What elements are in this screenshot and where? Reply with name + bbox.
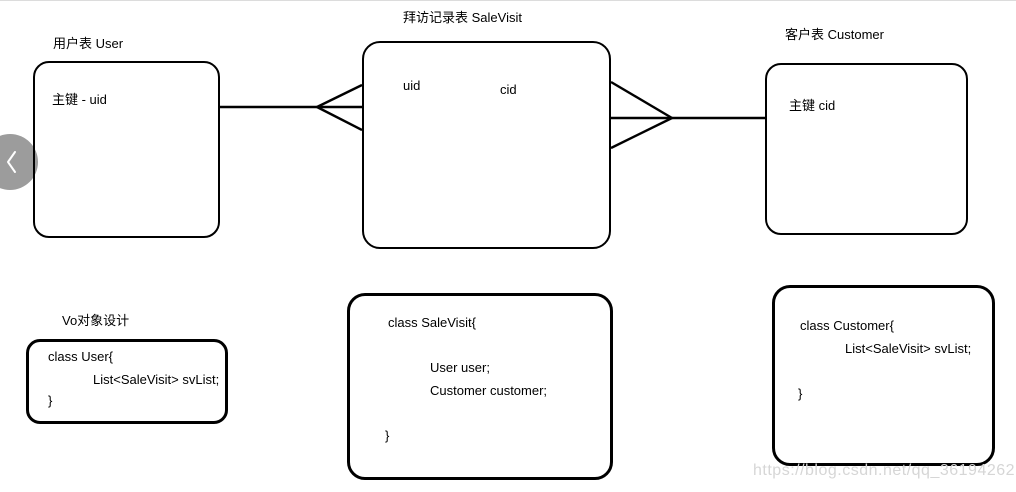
field-user-primary-key: 主键 - uid (52, 92, 107, 107)
connector-salevisit-customer (610, 80, 765, 150)
chevron-left-icon (7, 151, 16, 173)
watermark: https://blog.csdn.net/qq_36194262 (753, 462, 1016, 479)
class-box-user (26, 339, 228, 424)
vo-section-label: Vo对象设计 (62, 313, 130, 328)
connector-user-salevisit (220, 83, 363, 132)
class-salevisit-line-user: User user; (430, 360, 490, 375)
entity-label-user: 用户表 User (53, 36, 124, 51)
entity-label-salevisit: 拜访记录表 SaleVisit (403, 10, 522, 25)
entity-box-user (33, 61, 220, 238)
entity-label-customer: 客户表 Customer (785, 27, 884, 42)
carousel-prev-button[interactable] (0, 134, 38, 190)
class-customer-line-field: List<SaleVisit> svList; (845, 341, 972, 356)
class-user-line-close: } (48, 393, 53, 408)
class-salevisit-line-customer: Customer customer; (430, 383, 548, 398)
class-box-salevisit (347, 293, 613, 480)
field-salevisit-cid: cid (500, 82, 517, 97)
entity-box-customer (765, 63, 968, 235)
class-box-customer (772, 285, 995, 466)
field-salevisit-uid: uid (403, 78, 421, 93)
class-customer-line-open: class Customer{ (800, 318, 894, 333)
class-user-line-open: class User{ (48, 349, 114, 364)
field-customer-primary-key: 主键 cid (789, 98, 836, 113)
class-salevisit-line-open: class SaleVisit{ (388, 315, 476, 330)
class-salevisit-line-close: } (385, 428, 390, 443)
class-user-line-field: List<SaleVisit> svList; (93, 372, 220, 387)
entity-box-salevisit (362, 41, 611, 249)
class-customer-line-close: } (798, 386, 803, 401)
